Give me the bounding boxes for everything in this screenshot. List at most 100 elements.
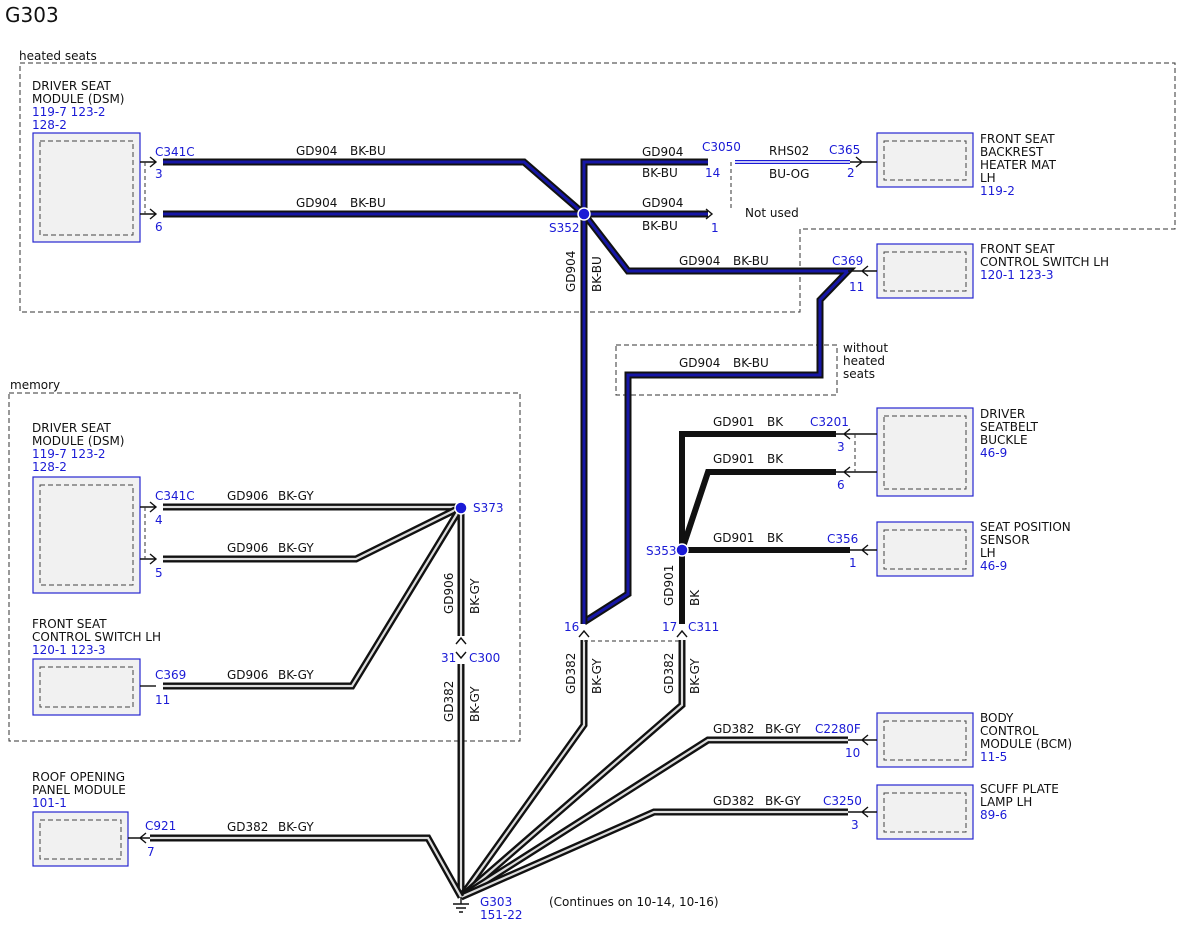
svg-text:MODULE (BCM): MODULE (BCM) (980, 737, 1072, 751)
svg-text:GD382: GD382 (662, 653, 676, 694)
svg-text:GD382: GD382 (713, 722, 754, 736)
wire-gd901-harness (679, 431, 850, 624)
svg-text:11-5: 11-5 (980, 750, 1007, 764)
svg-text:BK-BU: BK-BU (590, 256, 604, 292)
svg-text:101-1: 101-1 (32, 796, 67, 810)
svg-text:BU-OG: BU-OG (769, 167, 809, 181)
without-heated-seats-outline (615, 344, 838, 396)
svg-text:MODULE (DSM): MODULE (DSM) (32, 434, 124, 448)
svg-text:GD906: GD906 (227, 489, 268, 503)
svg-text:128-2: 128-2 (32, 118, 67, 132)
pin-2: 2 (847, 166, 855, 180)
ground-symbol (453, 897, 469, 913)
svg-text:CONTROL: CONTROL (980, 724, 1039, 738)
svg-text:BK-GY: BK-GY (278, 489, 314, 503)
ground-label: G303 (480, 895, 512, 909)
svg-text:119-2: 119-2 (980, 184, 1015, 198)
svg-text:BK-BU: BK-BU (350, 144, 386, 158)
svg-text:BK-BU: BK-BU (642, 166, 678, 180)
svg-text:SCUFF PLATE: SCUFF PLATE (980, 782, 1059, 796)
svg-text:BK-BU: BK-BU (642, 219, 678, 233)
pin-16: 16 (564, 620, 579, 634)
svg-text:46-9: 46-9 (980, 446, 1007, 460)
svg-text:GD906: GD906 (227, 668, 268, 682)
ground-ref: 151-22 (480, 908, 523, 922)
splice-s373[interactable] (454, 501, 468, 515)
svg-text:BACKREST: BACKREST (980, 145, 1044, 159)
component-front-seat-control-switch-memory[interactable] (32, 658, 141, 716)
connector-c356: C356 (827, 532, 858, 546)
svg-text:GD904: GD904 (642, 196, 683, 210)
splice-s352[interactable] (577, 207, 591, 221)
svg-text:FRONT SEAT: FRONT SEAT (980, 242, 1055, 256)
pin-5: 5 (155, 566, 163, 580)
connector-c3050: C3050 (702, 140, 741, 154)
wire-gd906-harness (163, 503, 465, 690)
svg-text:BODY: BODY (980, 711, 1014, 725)
label-bcm: BODY CONTROL MODULE (BCM) 11-5 (980, 711, 1072, 764)
component-backrest-heater-mat[interactable] (876, 132, 974, 188)
label-backrest-heater-mat: FRONT SEAT BACKREST HEATER MAT LH 119-2 (980, 132, 1057, 198)
label-front-seat-control-switch-heated: FRONT SEAT CONTROL SWITCH LH 120-1 123-3 (980, 242, 1109, 282)
connector-c365: C365 (829, 143, 860, 157)
svg-text:BK-GY: BK-GY (468, 686, 482, 722)
svg-text:CONTROL SWITCH LH: CONTROL SWITCH LH (980, 255, 1109, 269)
pin-11-memory: 11 (155, 693, 170, 707)
svg-text:BK-GY: BK-GY (278, 820, 314, 834)
label-dsm-memory: DRIVER SEAT MODULE (DSM) 119-7 123-2 128… (32, 421, 124, 474)
svg-text:MODULE (DSM): MODULE (DSM) (32, 92, 124, 106)
svg-text:LH: LH (980, 171, 996, 185)
pin-1-sensor: 1 (849, 556, 857, 570)
label-seatbelt-buckle: DRIVER SEATBELT BUCKLE 46-9 (980, 407, 1039, 460)
svg-text:PANEL MODULE: PANEL MODULE (32, 783, 126, 797)
svg-text:GD904: GD904 (296, 144, 337, 158)
svg-text:119-7 123-2: 119-7 123-2 (32, 447, 106, 461)
svg-text:BUCKLE: BUCKLE (980, 433, 1028, 447)
svg-text:89-6: 89-6 (980, 808, 1007, 822)
connector-c369-heated: C369 (832, 254, 863, 268)
component-scuff-plate-lamp[interactable] (876, 784, 974, 840)
svg-text:GD904: GD904 (564, 251, 578, 292)
component-front-seat-control-switch-heated[interactable] (876, 243, 974, 299)
svg-text:BK: BK (688, 589, 702, 606)
svg-text:FRONT SEAT: FRONT SEAT (32, 617, 107, 631)
pin-31: 31 (441, 651, 456, 665)
svg-text:SEAT POSITION: SEAT POSITION (980, 520, 1071, 534)
svg-text:LH: LH (980, 546, 996, 560)
svg-text:BK-GY: BK-GY (765, 722, 801, 736)
svg-text:BK-GY: BK-GY (765, 794, 801, 808)
label-dsm-heated: DRIVER SEAT MODULE (DSM) 119-7 123-2 128… (32, 79, 124, 132)
connector-c3250: C3250 (823, 794, 862, 808)
splice-s353[interactable] (675, 543, 689, 557)
component-seatbelt-buckle[interactable] (876, 407, 974, 497)
pin-4: 4 (155, 513, 163, 527)
label-seat-position-sensor: SEAT POSITION SENSOR LH 46-9 (980, 520, 1071, 573)
svg-text:BK-BU: BK-BU (733, 254, 769, 268)
wire-gd382-harness (150, 640, 848, 901)
connector-c369-memory: C369 (155, 668, 186, 682)
pin-7: 7 (147, 845, 155, 859)
heated-seats-group-outline (19, 62, 1176, 313)
component-roof-opening-panel-module[interactable] (32, 811, 129, 867)
svg-text:GD382: GD382 (564, 653, 578, 694)
svg-text:BK-GY: BK-GY (688, 658, 702, 694)
svg-text:SENSOR: SENSOR (980, 533, 1030, 547)
group-label-without-heated-seats-1: without (843, 341, 888, 355)
group-label-heated-seats: heated seats (19, 49, 97, 63)
component-dsm-heated[interactable] (32, 132, 141, 243)
svg-text:BK-GY: BK-GY (278, 541, 314, 555)
wire-labels-vertical: GD904 BK-BU GD906 BK-GY GD901 BK GD382 B… (442, 251, 702, 722)
pin-11: 11 (849, 280, 864, 294)
svg-text:46-9: 46-9 (980, 559, 1007, 573)
component-bcm[interactable] (876, 712, 974, 768)
svg-text:BK: BK (767, 452, 784, 466)
component-dsm-memory[interactable] (32, 476, 141, 594)
svg-text:CONTROL SWITCH LH: CONTROL SWITCH LH (32, 630, 161, 644)
svg-text:BK-BU: BK-BU (350, 196, 386, 210)
connector-arrows (128, 156, 877, 844)
svg-text:120-1 123-3: 120-1 123-3 (980, 268, 1054, 282)
component-seat-position-sensor[interactable] (876, 521, 974, 577)
svg-text:BK: BK (767, 531, 784, 545)
svg-text:GD382: GD382 (442, 681, 456, 722)
pin-3-buckle: 3 (837, 440, 845, 454)
